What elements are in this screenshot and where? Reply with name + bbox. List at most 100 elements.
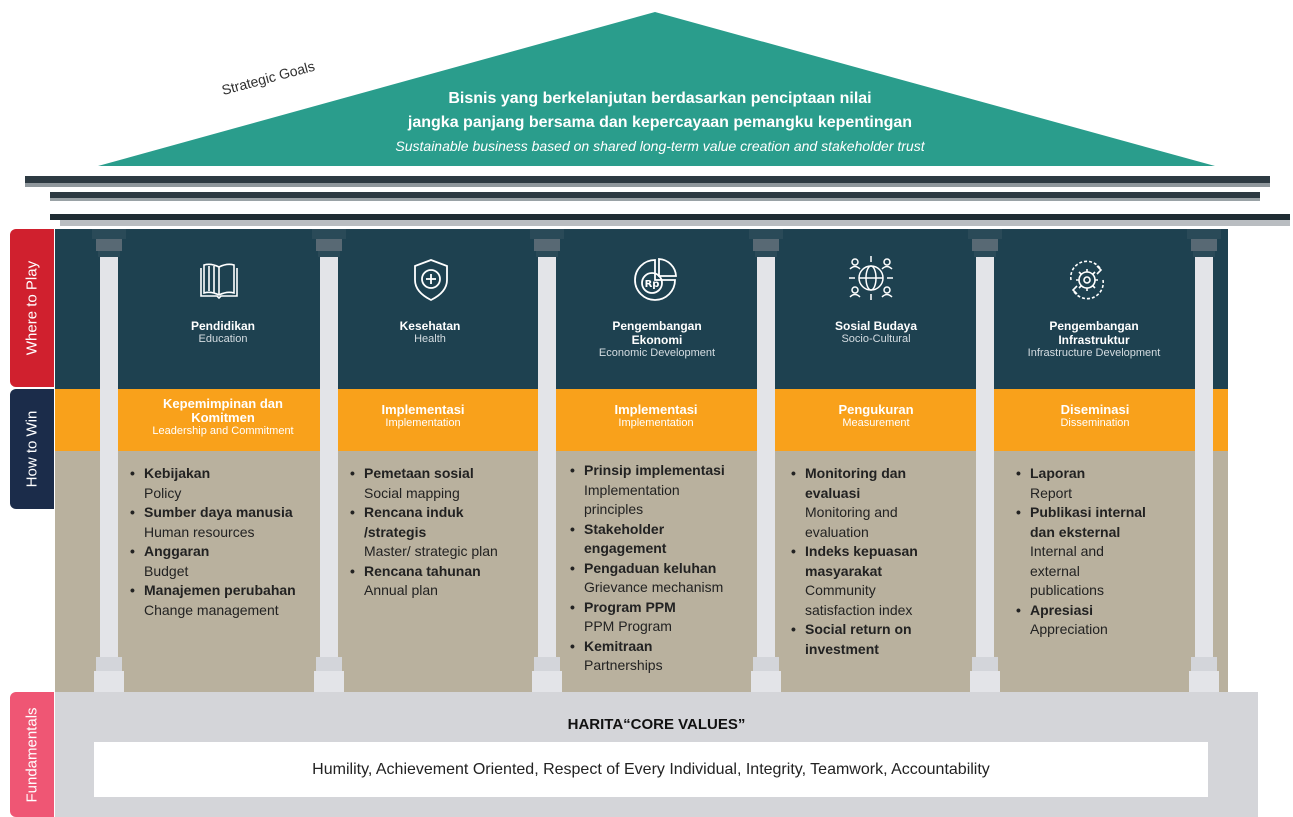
item-subtitle: Grievance mechanism — [584, 579, 724, 595]
where-to-play-label: Where to Play — [23, 260, 41, 356]
list-item: Publikasi internal dan eksternalInternal… — [1016, 503, 1166, 601]
roof-beam-2b — [50, 198, 1260, 201]
pillar-6 — [1187, 229, 1221, 692]
column-3-how: Implementasi Implementation — [553, 403, 759, 430]
core-values-text: Humility, Achievement Oriented, Respect … — [312, 760, 990, 778]
roof-line-2: jangka panjang bersama dan kepercayaan p… — [407, 114, 913, 131]
column-4-how-subtitle: Measurement — [842, 417, 910, 429]
item-title: Laporan — [1030, 465, 1086, 481]
item-subtitle: Change management — [144, 601, 279, 618]
column-1-subtitle: Education — [198, 333, 248, 345]
column-5-how: Diseminasi Dissemination — [992, 403, 1198, 430]
pillar-3 — [530, 229, 564, 692]
column-4-title: Sosial Budaya — [834, 319, 918, 333]
item-title: Kemitraan — [584, 637, 653, 654]
health-shield-icon — [414, 259, 448, 302]
column-1-how-subtitle: Leadership and Commitment — [152, 425, 294, 437]
list-item: Social return on investment — [791, 620, 946, 659]
column-2-subtitle: Health — [414, 333, 446, 345]
column-4-subtitle: Socio-Cultural — [841, 333, 911, 345]
item-subtitle: Appreciation — [1030, 621, 1108, 637]
pillar-1 — [92, 229, 126, 692]
pillar-5 — [968, 229, 1002, 692]
item-subtitle: Internal and external publications — [1030, 543, 1104, 598]
item-title: Social return on investment — [805, 621, 912, 657]
roof-graphic — [25, 12, 1290, 226]
how-to-win-band — [55, 389, 1228, 451]
item-subtitle: Community satisfaction index — [805, 582, 913, 618]
pillar-2 — [312, 229, 346, 692]
column-5-subtitle: Infrastructure Development — [1027, 347, 1161, 359]
column-2-how-title: Implementasi — [381, 402, 465, 417]
item-title: Publikasi internal dan eksternal — [1030, 504, 1146, 540]
roof-line-3: Sustainable business based on shared lon… — [395, 138, 925, 154]
item-title: Stakeholder engagement — [584, 520, 667, 557]
item-title: Kebijakan — [144, 465, 211, 481]
column-4-how-title: Pengukuran — [838, 402, 914, 417]
column-5-title: Pengembangan Infrastruktur — [1049, 319, 1139, 347]
column-3-subtitle: Economic Development — [598, 347, 716, 359]
column-3-how-title: Implementasi — [614, 402, 698, 417]
column-3-head: Pengembangan Ekonomi Economic Developmen… — [557, 319, 757, 360]
item-subtitle: Social mapping — [364, 484, 460, 501]
roof-beam-1b — [25, 183, 1270, 187]
how-to-win-tab: How to Win — [10, 389, 54, 509]
roof-beam-1 — [25, 176, 1270, 183]
column-2-head: Kesehatan Health — [330, 319, 530, 346]
column-4-head: Sosial Budaya Socio-Cultural — [776, 319, 976, 346]
column-3-title: Pengembangan Ekonomi — [612, 319, 702, 347]
rupiah-chart-icon: Rp — [634, 258, 677, 301]
fundamentals-label: Fundamentals — [23, 706, 41, 803]
item-title: Rencana tahunan — [364, 562, 481, 579]
pillar-4 — [749, 229, 783, 692]
roof-beam-3 — [50, 214, 1290, 220]
globe-people-icon — [849, 256, 893, 300]
item-title: Program PPM — [584, 598, 676, 615]
column-2-title: Kesehatan — [399, 319, 461, 333]
item-subtitle: Report — [1030, 484, 1073, 501]
column-1-how: Kepemimpinan dan Komitmen Leadership and… — [120, 397, 326, 438]
column-1-title: Pendidikan — [190, 319, 255, 333]
roof-beam-2 — [50, 192, 1260, 198]
item-title: Prinsip implementasi — [584, 462, 725, 478]
item-title: Sumber daya manusia — [144, 504, 293, 520]
book-icon — [200, 263, 238, 300]
item-title: Manajemen perubahan — [144, 582, 296, 598]
item-title: Monitoring dan evaluasi — [805, 465, 907, 501]
item-subtitle: Human resources — [144, 523, 255, 540]
column-5-how-title: Diseminasi — [1060, 402, 1130, 417]
how-to-win-label: How to Win — [23, 410, 41, 488]
column-1-head: Pendidikan Education — [123, 319, 323, 346]
column-4-how: Pengukuran Measurement — [773, 403, 979, 430]
gear-cycle-icon — [1069, 260, 1105, 300]
core-values-title: HARITA“CORE VALUES” — [567, 716, 746, 733]
item-title: Pemetaan sosial — [364, 465, 474, 481]
roof-beam-3b — [60, 220, 1290, 226]
column-2-how-subtitle: Implementation — [385, 417, 461, 429]
where-to-play-tab: Where to Play — [10, 229, 54, 387]
item-title: Anggaran — [144, 543, 210, 559]
column-1-how-title: Kepemimpinan dan Komitmen — [163, 396, 283, 425]
item-title: Apresiasi — [1030, 601, 1094, 618]
core-values-box: Humility, Achievement Oriented, Respect … — [94, 742, 1208, 797]
roof-triangle — [98, 12, 1215, 166]
item-subtitle: Master/ strategic plan — [364, 543, 498, 559]
item-subtitle: Policy — [144, 484, 182, 501]
